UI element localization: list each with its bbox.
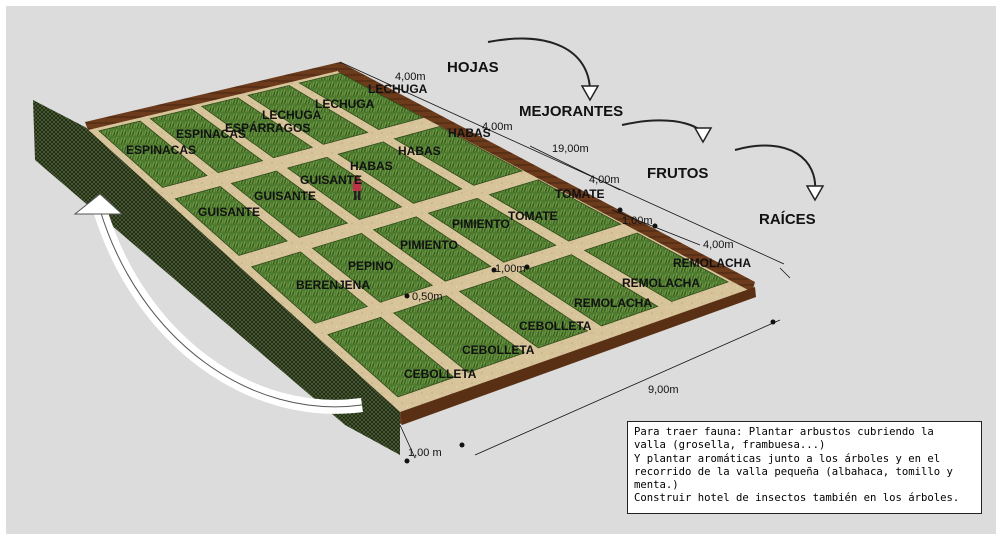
- garden-bed: [337, 141, 463, 204]
- fauna-note-box: Para traer fauna: Plantar arbustos cubri…: [627, 421, 982, 514]
- crop-label: ESPINACAS: [176, 127, 246, 141]
- crop-label: GUISANTE: [198, 205, 260, 219]
- garden-bed: [327, 316, 455, 398]
- dim-label: 1,00 m: [408, 447, 442, 459]
- dim-label: 1,00m: [622, 215, 653, 227]
- crop-label: PEPINO: [348, 259, 393, 273]
- garden-beds: [98, 72, 729, 398]
- dim-label: 4,00m: [703, 239, 734, 251]
- crop-label: TOMATE: [508, 209, 558, 223]
- crop-label: HABAS: [448, 126, 491, 140]
- note-line: menta.): [634, 479, 679, 492]
- crop-label: ESPÁRRAGOS: [225, 120, 310, 135]
- dim-label: 4,00m: [589, 174, 620, 186]
- dim-label: 9,00m: [648, 384, 679, 396]
- dim-label: 0,50m: [412, 291, 443, 303]
- crop-label: CEBOLLETA: [404, 367, 477, 381]
- garden-bed: [372, 216, 492, 282]
- arrow-head-3: [805, 185, 825, 202]
- border-right: [338, 62, 755, 292]
- crop-label: CEBOLLETA: [519, 319, 592, 333]
- group-label-frutos: FRUTOS: [647, 165, 708, 182]
- garden-bed: [393, 126, 523, 186]
- dim-label: 4,00m: [395, 71, 426, 83]
- note-line: valla (grosella, frambuesa...): [634, 439, 826, 452]
- crop-label: LECHUGA: [262, 108, 322, 122]
- group-label-mejorantes: MEJORANTES: [519, 103, 623, 120]
- crop-label: GUISANTE: [300, 173, 362, 187]
- garden-bed: [311, 232, 434, 303]
- garden-bed: [458, 275, 589, 349]
- group-label-raices: RAÍCES: [759, 211, 816, 228]
- garden-bed: [298, 72, 425, 130]
- crop-label: LECHUGA: [315, 97, 375, 111]
- dim-label: 19,00m: [552, 143, 589, 155]
- garden-bed: [174, 186, 288, 256]
- garden-bed: [250, 251, 369, 324]
- arrow-head-2: [693, 127, 713, 144]
- crop-label: TOMATE: [555, 187, 605, 201]
- garden-bed: [149, 108, 264, 174]
- note-line: Para traer fauna: Plantar arbustos cubri…: [634, 426, 934, 438]
- garden-bed: [247, 85, 369, 145]
- note-line: Y plantar aromáticas junto a los árboles…: [634, 452, 941, 465]
- garden-bed: [427, 197, 557, 263]
- crop-label: REMOLACHA: [574, 296, 652, 310]
- note-line: Construir hotel de insectos también en l…: [634, 492, 960, 505]
- crop-label: HABAS: [350, 159, 393, 173]
- garden-bed: [98, 120, 208, 188]
- rotation-arrow-head: [73, 193, 124, 215]
- garden-bed: [200, 97, 314, 159]
- crop-label: PIMIENTO: [452, 217, 510, 231]
- garden-bed: [392, 295, 526, 373]
- crop-label: HABAS: [398, 144, 441, 158]
- crop-label: ESPINACAS: [126, 143, 196, 157]
- border-front-right: [400, 287, 756, 425]
- dim-label: 1,00m: [495, 263, 526, 275]
- garden-bed: [517, 254, 659, 327]
- dimension-markers: [404, 207, 776, 464]
- garden-bed: [286, 156, 403, 220]
- crop-label: PIMIENTO: [400, 238, 458, 252]
- garden-bed: [583, 232, 729, 302]
- note-line: recorrido de la valla pequeña (albahaca,…: [634, 465, 953, 478]
- garden-bed: [488, 179, 622, 242]
- group-label-hojas: HOJAS: [447, 59, 499, 76]
- dim-label: 4,00m: [482, 121, 513, 133]
- crop-label: REMOLACHA: [673, 256, 751, 270]
- tall-fence: [33, 100, 400, 455]
- crop-label: LECHUGA: [368, 82, 428, 96]
- crop-label: BERENJENA: [296, 278, 370, 292]
- crop-label: GUISANTE: [254, 189, 316, 203]
- person-figure: [353, 175, 361, 200]
- crop-label: CEBOLLETA: [462, 343, 535, 357]
- garden-bed: [230, 170, 349, 238]
- arrow-head-1: [580, 85, 600, 102]
- border-back: [85, 62, 342, 130]
- rotation-arrow-outline: [99, 209, 363, 408]
- crop-label: REMOLACHA: [622, 276, 700, 290]
- crop-labels: LECHUGA LECHUGA LECHUGA ESPÁRRAGOS ESPIN…: [126, 82, 751, 381]
